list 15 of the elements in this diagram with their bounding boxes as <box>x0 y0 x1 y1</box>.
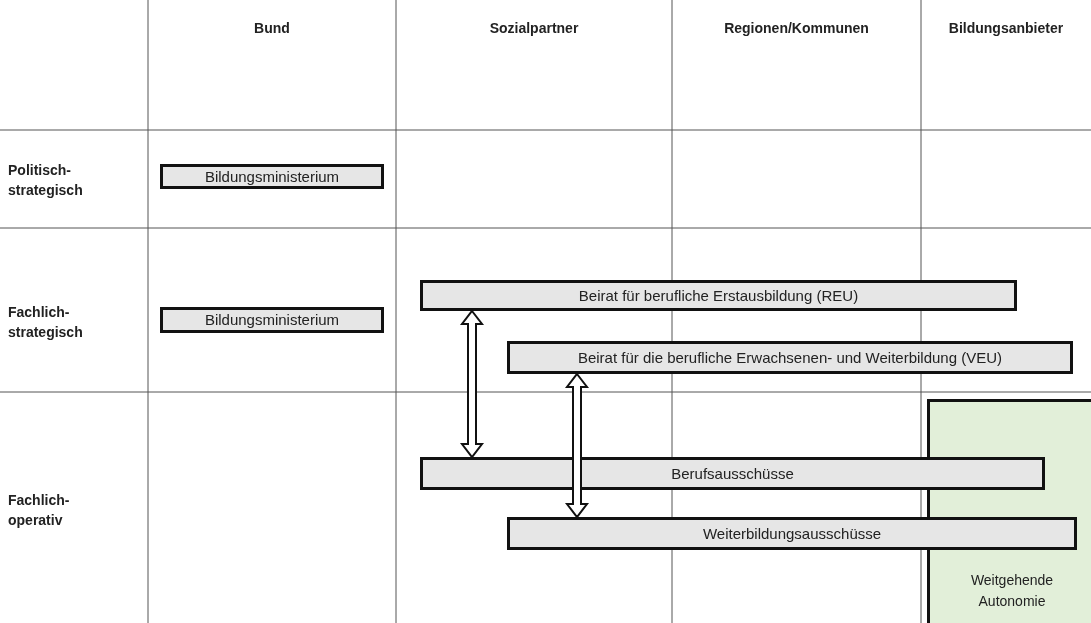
committee-bar: Bildungsministerium <box>160 164 384 189</box>
column-header: Sozialpartner <box>489 20 579 36</box>
column-header: Bund <box>254 20 290 36</box>
committee-bar: Berufsausschüsse <box>420 457 1045 490</box>
committee-bar: Weiterbildungsausschüsse <box>507 517 1077 550</box>
column-header: Regionen/Kommunen <box>724 20 869 36</box>
column-header: Bildungsanbieter <box>948 20 1064 36</box>
double-arrow <box>459 309 485 459</box>
committee-bar: Beirat für berufliche Erstausbildung (REU) <box>420 280 1017 311</box>
row-header: Fachlich-operativ <box>8 492 70 528</box>
row-header: Politisch-strategisch <box>8 162 83 198</box>
double-arrow <box>564 372 590 519</box>
committee-bar: Bildungsministerium <box>160 307 384 333</box>
row-header: Fachlich-strategisch <box>8 304 83 340</box>
committee-bar: Beirat für die berufliche Erwachsenen- und Weiterbildung (VEU) <box>507 341 1073 374</box>
